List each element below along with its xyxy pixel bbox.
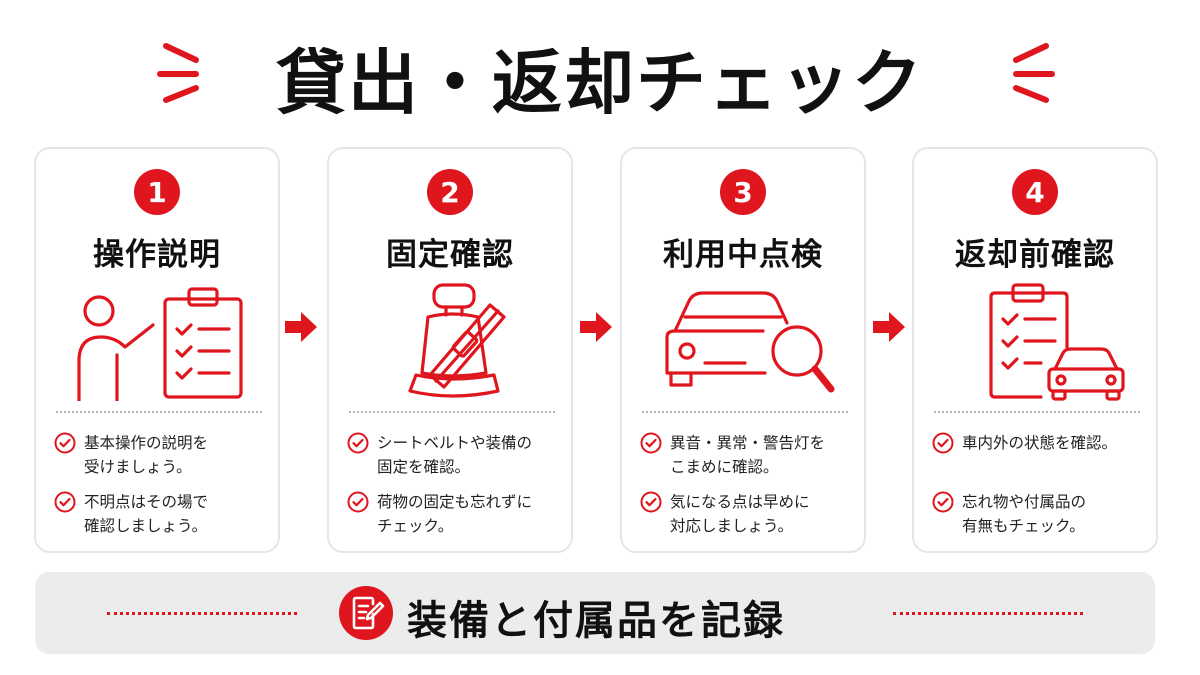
item-text: 気になる点は早めに 対応しましょう。 (670, 493, 810, 535)
item-text: 異音・異常・警告灯を こまめに確認。 (670, 434, 826, 476)
item-text: シートベルトや装備の 固定を確認。 (377, 434, 533, 476)
check-circle-icon (347, 432, 369, 454)
clipboard-car-icon (989, 283, 1125, 401)
seat-belt-icon (408, 283, 506, 398)
document-pen-icon (339, 586, 393, 640)
step-card-4: 4 返却前確認 車内外の状態を確認。 忘れ物や付属品の 有無もチェック。 (912, 147, 1158, 553)
step-title: 利用中点検 (663, 237, 823, 273)
step-title: 固定確認 (386, 237, 514, 273)
list-item: 荷物の固定も忘れずに チェック。 (347, 490, 562, 538)
check-circle-icon (347, 491, 369, 513)
check-circle-icon (932, 432, 954, 454)
step-checklist: 車内外の状態を確認。 忘れ物や付属品の 有無もチェック。 (932, 431, 1147, 549)
emphasis-lines-right-icon (1013, 43, 1055, 103)
step-number-badge: 1 (134, 169, 180, 215)
step-checklist: シートベルトや装備の 固定を確認。 荷物の固定も忘れずに チェック。 (347, 431, 562, 549)
step-card-1: 1 操作説明 基本操作の説明を 受けましょう。 不明点はその場で 確認しましょう… (34, 147, 280, 553)
check-circle-icon (932, 491, 954, 513)
step-title: 返却前確認 (955, 237, 1115, 273)
arrow-right-icon (873, 312, 905, 342)
step-checklist: 異音・異常・警告灯を こまめに確認。 気になる点は早めに 対応しましょう。 (640, 431, 855, 549)
list-item: 異音・異常・警告灯を こまめに確認。 (640, 431, 855, 479)
page-title: 貸出・返却チェック (276, 41, 924, 124)
footer-banner: 装備と付属品を記録 (35, 572, 1155, 654)
emphasis-lines-left-icon (157, 43, 199, 103)
list-item: 気になる点は早めに 対応しましょう。 (640, 490, 855, 538)
header: 貸出・返却チェック (0, 22, 1200, 132)
arrow-right-icon (285, 312, 317, 342)
step-card-3: 3 利用中点検 異音・異常・警告灯を こまめに確認。 気になる点は早めに 対応し… (620, 147, 866, 553)
step-title: 操作説明 (93, 237, 221, 273)
step-number-badge: 3 (720, 169, 766, 215)
step-checklist: 基本操作の説明を 受けましょう。 不明点はその場で 確認しましょう。 (54, 431, 269, 549)
list-item: シートベルトや装備の 固定を確認。 (347, 431, 562, 479)
divider (642, 411, 848, 413)
check-circle-icon (54, 432, 76, 454)
check-circle-icon (640, 491, 662, 513)
list-item: 不明点はその場で 確認しましょう。 (54, 490, 269, 538)
divider (934, 411, 1140, 413)
item-text: 車内外の状態を確認。 (962, 434, 1118, 452)
dotted-line-right (893, 612, 1083, 615)
item-text: 基本操作の説明を 受けましょう。 (84, 434, 209, 476)
car-magnifier-icon (665, 291, 835, 393)
item-text: 荷物の固定も忘れずに チェック。 (377, 493, 533, 535)
step-card-2: 2 固定確認 シートベルトや装備の 固定を確認。 荷物の固定も忘れずに チェック… (327, 147, 573, 553)
step-number-badge: 4 (1012, 169, 1058, 215)
list-item: 車内外の状態を確認。 (932, 431, 1147, 479)
item-text: 不明点はその場で 確認しましょう。 (84, 493, 209, 535)
step-number-badge: 2 (427, 169, 473, 215)
item-text: 忘れ物や付属品の 有無もチェック。 (962, 493, 1087, 535)
dotted-line-left (107, 612, 297, 615)
footer-title: 装備と付属品を記録 (407, 598, 785, 644)
divider (56, 411, 262, 413)
list-item: 忘れ物や付属品の 有無もチェック。 (932, 490, 1147, 538)
list-item: 基本操作の説明を 受けましょう。 (54, 431, 269, 479)
check-circle-icon (640, 432, 662, 454)
arrow-right-icon (580, 312, 612, 342)
divider (349, 411, 555, 413)
check-circle-icon (54, 491, 76, 513)
person-explaining-checklist-icon (77, 287, 243, 401)
